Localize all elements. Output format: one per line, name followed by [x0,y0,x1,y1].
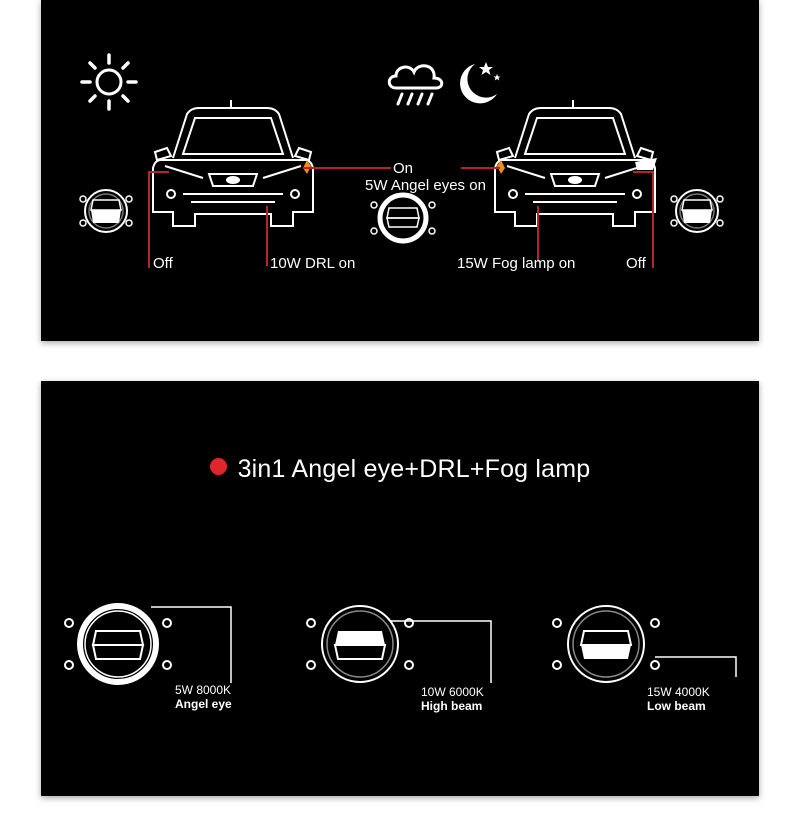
car-front-icon [152,100,314,227]
sun-icon [80,53,138,111]
label-angel-on: On [393,160,414,177]
label-left-off: Off [153,255,173,272]
rain-cloud-icon [387,64,444,106]
fog-lamp-icon [670,189,724,233]
three-in-one-panel: 3in1 Angel eye+DRL+Fog lamp [41,381,759,796]
spec-high-beam: 10W 6000K High beam [421,685,484,713]
fog-lamp-low-beam-icon [552,605,660,683]
fog-lamp-icon [370,192,436,244]
spec-leader-lines [151,606,737,683]
fog-lamp-high-beam-icon [306,605,414,683]
fog-lamp-icon [79,189,133,233]
label-right-off: Off [626,255,646,272]
label-drl: 10W DRL on [270,255,356,272]
leader-lines [148,167,654,268]
label-fog: 15W Fog lamp on [457,255,576,272]
fog-lamp-angel-eye-icon [64,603,172,685]
spec-angel-eye: 5W 8000K Angel eye [175,683,232,711]
car-front-icon [494,100,657,227]
spec-low-beam: 15W 4000K Low beam [647,685,710,713]
red-dot-icon [209,458,227,475]
page-title: 3in1 Angel eye+DRL+Fog lamp [41,455,759,484]
lighting-modes-panel: Off 10W DRL on On 5W Angel eyes on 15W F… [41,0,759,341]
label-angel-eyes: 5W Angel eyes on [365,177,486,194]
moon-stars-icon [460,62,501,104]
